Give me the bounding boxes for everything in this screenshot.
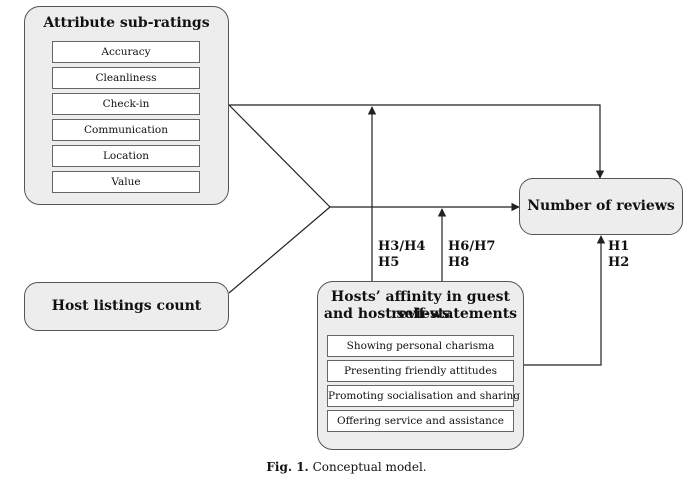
attr-to-junction-line — [228, 104, 331, 208]
affinity-to-reviews-arrow — [524, 235, 606, 366]
hypothesis-h2-label: H2 — [608, 255, 630, 270]
hypothesis-h3-h4-label: H3/H4 — [378, 239, 426, 254]
subrating-check-in: Check-in — [52, 93, 200, 115]
affinity-friendly-attitudes: Presenting friendly attitudes — [327, 360, 514, 382]
affinity-showing-charisma: Showing personal charisma — [327, 335, 514, 357]
affinity-title-line1: Hosts’ affinity in guest reviews — [331, 289, 510, 322]
host-listings-title: Host listings count — [51, 298, 202, 314]
subrating-value: Value — [52, 171, 200, 193]
subrating-location: Location — [52, 145, 200, 167]
figure-caption: Fig. 1. Conceptual model. — [0, 460, 693, 474]
host-to-junction-line — [228, 206, 331, 294]
number-of-reviews-box: Number of reviews — [519, 178, 683, 235]
hosts-affinity-panel: Hosts’ affinity in guest reviews and hos… — [317, 281, 524, 450]
number-of-reviews-title: Number of reviews — [527, 198, 675, 214]
figure-caption-label: Fig. 1. — [266, 460, 309, 474]
affinity-title-line2: and host self-statements — [323, 306, 518, 322]
figure-caption-text: Conceptual model. — [312, 460, 427, 474]
attribute-panel-title: Attribute sub-ratings — [43, 15, 210, 31]
hypothesis-h8-label: H8 — [448, 255, 470, 270]
hypothesis-h6-h7-label: H6/H7 — [448, 239, 496, 254]
affinity-service-assistance: Offering service and assistance — [327, 410, 514, 432]
subrating-communication: Communication — [52, 119, 200, 141]
attribute-subratings-panel: Attribute sub-ratings Accuracy Cleanline… — [24, 6, 229, 205]
host-listings-count-box: Host listings count — [24, 282, 229, 331]
subrating-cleanliness: Cleanliness — [52, 67, 200, 89]
attr-direct-arrow — [229, 104, 605, 179]
affinity-socialisation-sharing: Promoting socialisation and sharing — [327, 385, 520, 407]
subrating-accuracy: Accuracy — [52, 41, 200, 63]
hypothesis-h5-label: H5 — [378, 255, 400, 270]
hypothesis-h1-label: H1 — [608, 239, 630, 254]
